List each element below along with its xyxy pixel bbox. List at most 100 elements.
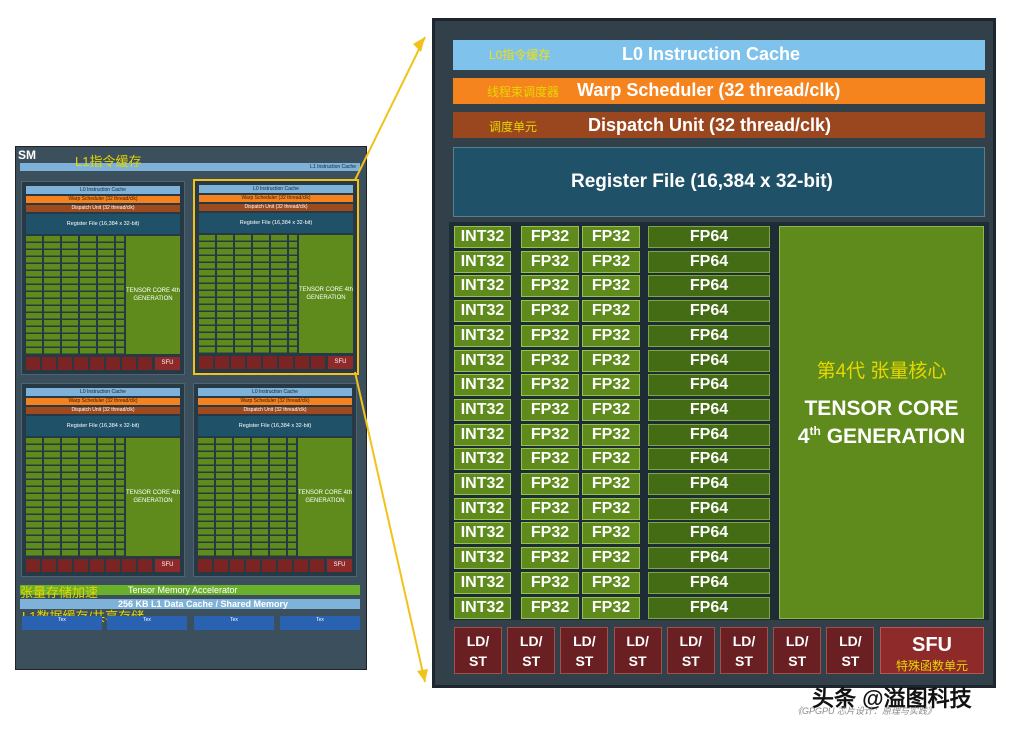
- fp64-unit: FP64: [648, 324, 770, 347]
- fp32-unit: FP32: [582, 596, 640, 619]
- sfu-label: SFU: [912, 634, 952, 656]
- fp32-unit: FP32: [521, 349, 579, 372]
- tensor-core-label: TENSOR CORE: [804, 397, 959, 420]
- ld-st-unit: LD/ST: [773, 627, 822, 674]
- int32-unit: INT32: [454, 275, 511, 298]
- mini-ldst-row: [26, 559, 152, 572]
- fp32-unit: FP32: [521, 423, 579, 446]
- mini-core-grid: [198, 438, 296, 556]
- watermark-text: 头条 @溢图科技: [812, 686, 972, 711]
- int32-unit: INT32: [454, 497, 511, 520]
- fp32-unit: FP32: [521, 571, 579, 594]
- sm-tex-unit: Tex: [194, 616, 274, 630]
- mini-sfu: SFU: [155, 559, 180, 572]
- ld-st-label-top: LD/: [679, 633, 703, 649]
- mini-l0-cache: L0 Instruction Cache: [26, 186, 180, 194]
- fp32-unit: FP32: [521, 226, 579, 248]
- connector-arrowhead-bottom: [417, 669, 428, 682]
- fp32-unit: FP32: [521, 300, 579, 323]
- l0-instruction-cache-label-cn: L0指令缓存: [489, 48, 551, 62]
- int32-unit: INT32: [454, 374, 511, 397]
- int32-unit: INT32: [454, 448, 511, 471]
- fp64-unit: FP64: [648, 596, 770, 619]
- fp64-unit: FP64: [648, 300, 770, 323]
- dispatch-unit-label: Dispatch Unit (32 thread/clk): [588, 115, 832, 135]
- int32-unit: INT32: [454, 596, 511, 619]
- ld-st-label-top: LD/: [785, 633, 809, 649]
- sm-tex-unit: Tex: [280, 616, 360, 630]
- mini-warp-scheduler: Warp Scheduler (32 thread/clk): [199, 195, 353, 202]
- fp32-unit: FP32: [521, 497, 579, 520]
- fp64-unit: FP64: [648, 226, 770, 248]
- ld-st-label-top: LD/: [732, 633, 756, 649]
- fp32-unit: FP32: [582, 423, 640, 446]
- fp32-unit: FP32: [521, 250, 579, 273]
- mini-core-grid: [199, 235, 297, 353]
- generation-word: GENERATION: [820, 425, 966, 448]
- fp64-unit: FP64: [648, 497, 770, 520]
- mini-register-file: Register File (16,384 x 32-bit): [26, 416, 180, 436]
- warp-scheduler-label-cn: 线程束调度器: [487, 85, 560, 99]
- fp32-unit: FP32: [582, 275, 640, 298]
- mini-l0-cache: L0 Instruction Cache: [199, 185, 353, 193]
- int32-unit: INT32: [454, 522, 511, 545]
- ld-st-unit: LD/ST: [454, 627, 502, 674]
- fp32-unit: FP32: [582, 473, 640, 495]
- sm-l1-data-cache-bar: [20, 599, 360, 609]
- fp32-unit: FP32: [582, 522, 640, 545]
- mini-tensor-core: TENSOR CORE 4th GENERATION: [299, 235, 353, 353]
- fp32-unit: FP32: [582, 571, 640, 594]
- ld-st-label-bottom: ST: [841, 653, 860, 669]
- mini-core-grid: [26, 438, 124, 556]
- sm-tex-unit: Tex: [22, 616, 102, 630]
- ld-st-label-bottom: ST: [628, 653, 647, 669]
- ld-st-label-bottom: ST: [681, 653, 700, 669]
- ld-st-unit: LD/ST: [666, 627, 715, 674]
- fp32-unit: FP32: [582, 374, 640, 397]
- mini-warp-scheduler: Warp Scheduler (32 thread/clk): [198, 398, 352, 405]
- int32-unit: INT32: [454, 423, 511, 446]
- watermark-subtext: 《GPGPU 芯片设计：原理与实践》: [793, 706, 937, 716]
- ld-st-unit: LD/ST: [720, 627, 768, 674]
- sm-tex-unit: Tex: [107, 616, 187, 630]
- fp64-unit: FP64: [648, 571, 770, 594]
- mini-dispatch-unit: Dispatch Unit (32 thread/clk): [199, 204, 353, 211]
- mini-dispatch-unit: Dispatch Unit (32 thread/clk): [26, 205, 180, 212]
- mini-warp-scheduler: Warp Scheduler (32 thread/clk): [26, 196, 180, 203]
- int32-unit: INT32: [454, 398, 511, 421]
- ld-st-label-bottom: ST: [788, 653, 807, 669]
- dispatch-unit-bar: [453, 112, 985, 138]
- int32-unit: INT32: [454, 300, 511, 323]
- int32-unit: INT32: [454, 324, 511, 347]
- mini-register-file: Register File (16,384 x 32-bit): [199, 213, 353, 233]
- sfu-block: [880, 627, 984, 674]
- generation-number: 4: [797, 425, 810, 448]
- ld-st-unit: LD/ST: [560, 627, 609, 674]
- mini-sfu: SFU: [328, 356, 353, 369]
- l0-instruction-cache-label: L0 Instruction Cache: [622, 44, 801, 64]
- warp-scheduler-label: Warp Scheduler (32 thread/clk): [577, 80, 841, 100]
- fp64-unit: FP64: [648, 275, 770, 298]
- ld-st-unit: LD/ST: [507, 627, 556, 674]
- fp64-unit: FP64: [648, 250, 770, 273]
- fp32-unit: FP32: [582, 324, 640, 347]
- mini-l0-cache: L0 Instruction Cache: [26, 388, 180, 396]
- fp32-unit: FP32: [521, 448, 579, 471]
- ld-st-label-top: LD/: [839, 633, 862, 649]
- fp64-unit: FP64: [648, 398, 770, 421]
- sm-tensor-memory-accelerator-bar: [20, 585, 360, 595]
- ld-st-label-top: LD/: [626, 633, 649, 649]
- mini-ldst-row: [198, 559, 324, 572]
- ld-st-label-bottom: ST: [522, 653, 541, 669]
- fp64-unit: FP64: [648, 448, 770, 471]
- register-file-label: Register File (16,384 x 32-bit): [571, 171, 833, 192]
- mini-tensor-core: TENSOR CORE 4th GENERATION: [126, 438, 180, 556]
- fp32-unit: FP32: [521, 596, 579, 619]
- register-file-block: [453, 147, 985, 217]
- ld-st-label-top: LD/: [519, 633, 543, 649]
- fp32-unit: FP32: [582, 398, 640, 421]
- int32-unit: INT32: [454, 547, 511, 570]
- dispatch-unit-label-cn: 调度单元: [489, 120, 538, 134]
- fp32-unit: FP32: [582, 300, 640, 323]
- int32-unit: INT32: [454, 473, 511, 495]
